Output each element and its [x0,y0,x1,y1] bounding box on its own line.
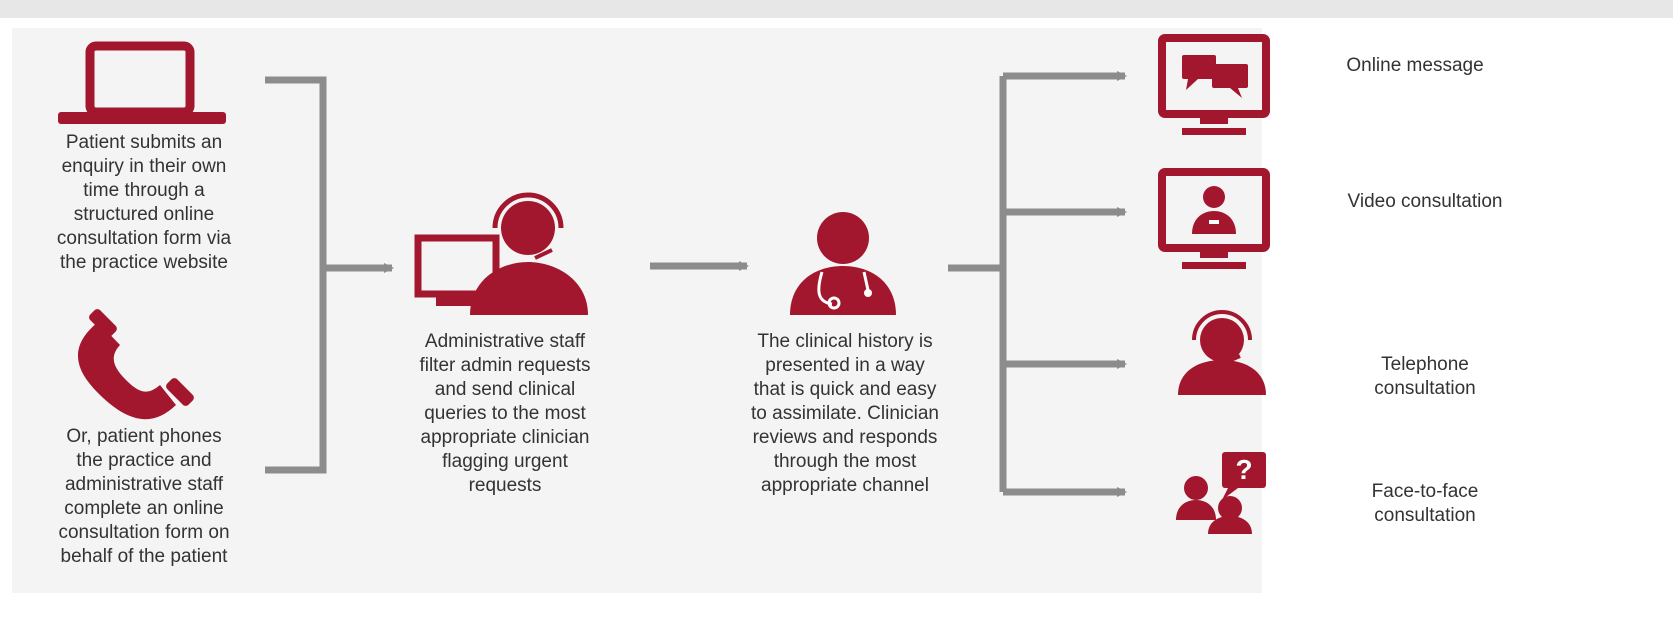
face-to-face-icon: ? [1176,452,1266,534]
channel-label-video: Video consultation [1347,191,1503,212]
clinician-icon [790,212,896,315]
channel-label-online-message: Online message [1346,55,1484,76]
connectors [265,71,1127,497]
top-bar [0,0,1673,18]
source-phone-text: Or, patient phones the practice and admi… [58,426,230,567]
channel-label-face-to-face: Face-to-face consultation [1371,481,1479,526]
admin-staff-icon [414,192,588,315]
source-online-text: Patient submits an enquiry in their own … [56,132,232,273]
video-consultation-icon [1158,168,1270,269]
admin-step-text: Administrative staff filter admin reques… [419,331,591,496]
telephone-icon [1178,310,1266,395]
svg-text:?: ? [1235,454,1252,485]
phone-icon [77,309,194,420]
laptop-icon [58,41,226,124]
bracket-connector [265,76,327,474]
clinician-step-text: The clinical history is presented in a w… [751,331,939,496]
channel-label-telephone: Telephone consultation [1374,354,1476,399]
online-message-icon [1158,34,1270,135]
